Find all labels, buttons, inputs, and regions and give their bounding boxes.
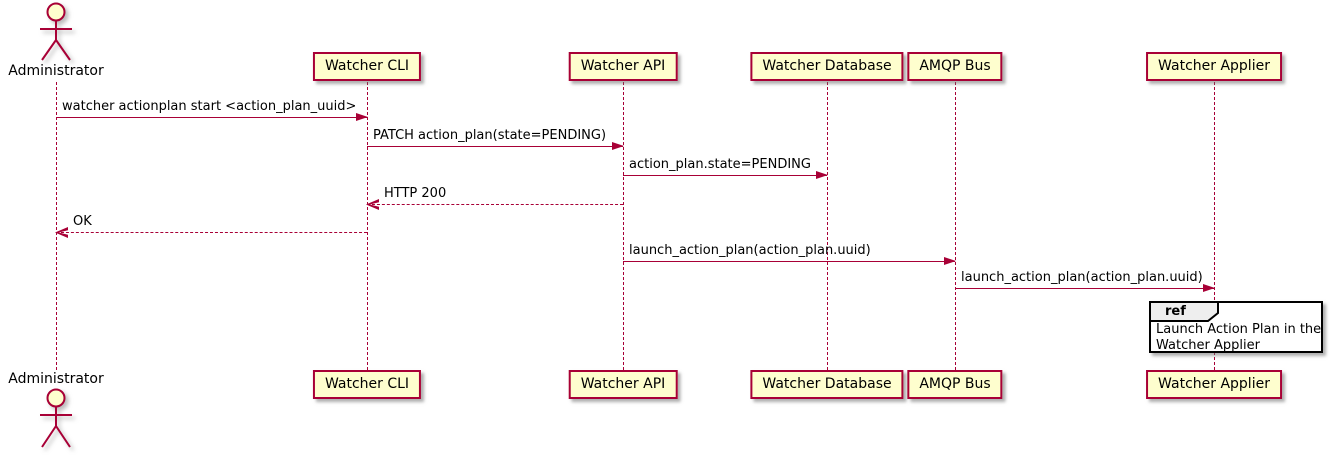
message-label: OK (73, 214, 92, 229)
message-label: launch_action_plan(action_plan.uuid) (961, 270, 1203, 285)
participant-watcher-cli-bottom: Watcher CLI (312, 370, 422, 399)
ref-body-line: Launch Action Plan in the (1156, 322, 1322, 337)
message-arrow (56, 113, 368, 121)
message-arrow (955, 284, 1215, 292)
message-ok: OK (55, 214, 367, 238)
actor-label: Administrator (8, 371, 104, 387)
ref-body: Launch Action Plan in the Watcher Applie… (1151, 303, 1321, 353)
message-label: HTTP 200 (384, 186, 447, 201)
ref-tab-shape (1149, 301, 1219, 322)
participant-watcher-cli-top: Watcher CLI (312, 52, 422, 81)
lifeline-watcher-database (827, 82, 828, 370)
message-launch-action-plan-bus: launch_action_plan(action_plan.uuid) (623, 243, 956, 265)
arrowhead-right-icon (356, 113, 368, 121)
message-label: action_plan.state=PENDING (629, 157, 811, 172)
message-arrow (623, 171, 828, 179)
actor-icon (40, 2, 72, 61)
ref-fragment: ref Launch Action Plan in the Watcher Ap… (1149, 301, 1323, 353)
lifeline-amqp-bus (955, 82, 956, 370)
participant-watcher-api-bottom: Watcher API (568, 370, 678, 399)
message-arrow (367, 142, 624, 150)
arrowhead-right-icon (816, 171, 828, 179)
message-patch-action-plan: PATCH action_plan(state=PENDING) (367, 128, 624, 150)
participant-watcher-applier-bottom: Watcher Applier (1146, 370, 1282, 399)
actor-label: Administrator (8, 63, 104, 79)
message-start-actionplan: watcher actionplan start <action_plan_uu… (56, 99, 368, 121)
participant-watcher-applier-top: Watcher Applier (1146, 52, 1282, 81)
participant-watcher-api-top: Watcher API (568, 52, 678, 81)
message-http-200: HTTP 200 (366, 186, 623, 210)
arrowhead-right-icon (1203, 284, 1215, 292)
participant-watcher-database-bottom: Watcher Database (750, 370, 904, 399)
message-label: PATCH action_plan(state=PENDING) (373, 128, 607, 143)
message-arrow (55, 227, 367, 238)
arrowhead-right-icon (944, 257, 956, 265)
lifeline-watcher-applier (1214, 82, 1215, 370)
lifeline-administrator (56, 82, 57, 370)
ref-keyword: ref (1165, 304, 1186, 319)
message-launch-action-plan-applier: launch_action_plan(action_plan.uuid) (955, 270, 1215, 292)
participant-amqp-bus-bottom: AMQP Bus (907, 370, 1003, 399)
message-arrow (366, 199, 623, 210)
participant-amqp-bus-top: AMQP Bus (907, 52, 1003, 81)
lifeline-watcher-api (623, 82, 624, 370)
participant-watcher-database-top: Watcher Database (750, 52, 904, 81)
message-label: launch_action_plan(action_plan.uuid) (629, 243, 871, 258)
actor-icon (40, 388, 72, 448)
message-arrow (623, 257, 956, 265)
message-state-pending: action_plan.state=PENDING (623, 157, 828, 179)
ref-body-line: Watcher Applier (1156, 337, 1260, 353)
arrowhead-right-icon (612, 142, 624, 150)
lifeline-watcher-cli (367, 82, 368, 370)
message-label: watcher actionplan start <action_plan_uu… (62, 99, 357, 114)
